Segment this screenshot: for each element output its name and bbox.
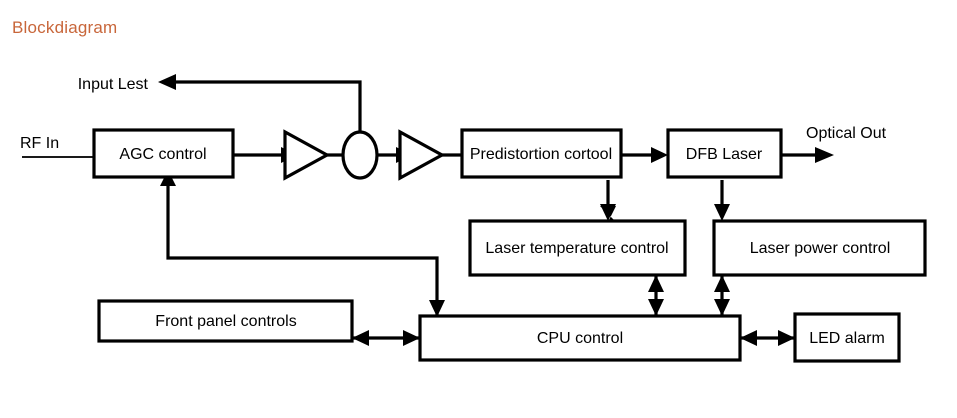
amplifier-triangle-2-icon [398,129,446,181]
block-cpu-control-label: CPU control [537,330,623,347]
arrowhead-led-alarm-left [740,330,757,346]
arrowhead-laser-temp-down [648,299,664,316]
block-led-alarm[interactable]: LED alarm [793,312,901,363]
block-laser-temperature-control[interactable]: Laser temperature control [468,219,687,277]
block-dfb-laser[interactable]: DFB Laser [666,128,783,179]
arrowhead-cpu-top-left-in [429,300,445,317]
wire-tap-to-input-test [176,80,362,131]
block-front-panel-controls-label: Front panel controls [155,313,296,330]
arrowhead-laser-power-down [714,299,730,316]
block-dfb-laser-label: DFB Laser [686,146,763,163]
block-agc-control[interactable]: AGC control [92,128,235,179]
ellipse-coupler-icon [341,130,379,180]
block-predistortion-control-label: Predistortion cortool [470,146,612,163]
block-laser-temperature-control-label: Laser temperature control [485,240,668,257]
label-optical-out: Optical Out [806,125,887,142]
arrowhead-laser-temp-in [600,204,616,221]
arrowhead-predistortion-to-dfb [651,147,668,163]
amplifier-triangle-1-icon [283,129,331,181]
block-agc-control-label: AGC control [119,146,206,163]
arrowhead-optical-out [815,147,834,163]
arrowhead-laser-power-in [714,204,730,221]
block-predistortion-control[interactable]: Predistortion cortool [460,128,623,179]
arrowhead-laser-temp-up [648,275,664,292]
page-title: Blockdiagram [12,18,118,37]
block-laser-power-control[interactable]: Laser power control [712,219,927,277]
block-cpu-control[interactable]: CPU control [418,314,742,362]
arrowhead-input-test [158,74,176,90]
label-input-test: Input Lest [78,76,149,93]
arrowhead-laser-power-up [714,275,730,292]
block-front-panel-controls[interactable]: Front panel controls [97,299,354,343]
block-led-alarm-label: LED alarm [809,330,885,347]
wire-cpu-to-agc [166,186,439,316]
block-laser-power-control-label: Laser power control [750,240,891,257]
arrowhead-front-panel-left [352,330,369,346]
label-rf-in: RF In [20,135,59,152]
arrowhead-front-panel-right [403,330,420,346]
arrowhead-led-alarm-right [778,330,795,346]
